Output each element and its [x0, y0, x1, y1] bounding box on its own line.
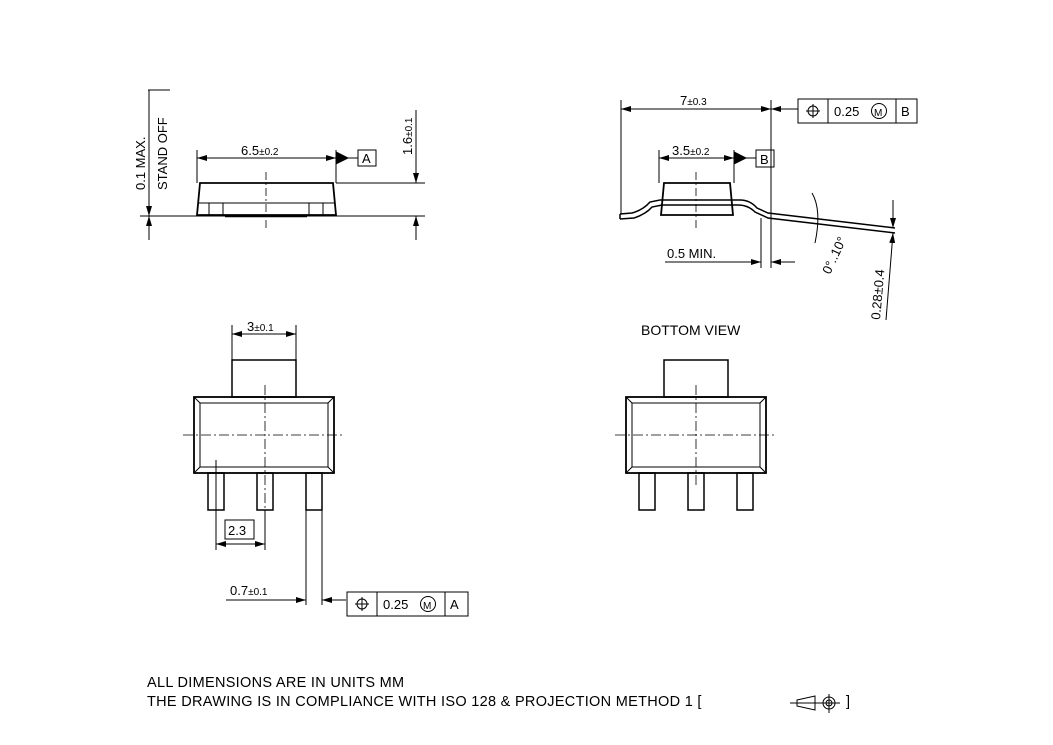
lead-width-dim: 0.7±0.1	[230, 583, 268, 598]
note-compliance: THE DRAWING IS IN COMPLIANCE WITH ISO 12…	[147, 694, 702, 710]
standoff-label: 0.1 MAX.	[133, 137, 148, 190]
modifier-m-a: M	[423, 601, 431, 612]
tol-datum-a: A	[450, 597, 459, 612]
body-dim: 3.5±0.2	[672, 143, 710, 158]
projection-method-icon	[790, 694, 840, 713]
width-dim: 6.5±0.2	[241, 143, 279, 158]
note-units: ALL DIMENSIONS ARE IN UNITS MM	[147, 675, 405, 691]
lead-min-dim: 0.5 MIN.	[667, 246, 716, 261]
lead-thickness-dim: 0.28±0.4	[868, 269, 887, 321]
datum-a-label: A	[362, 151, 371, 166]
height-dim: 1.6±0.1	[400, 117, 415, 155]
pitch-dim: 2.3	[228, 523, 246, 538]
bottom-view	[615, 359, 777, 511]
end-view	[619, 98, 918, 321]
angle-dim: 0°..10°	[819, 234, 849, 276]
overall-dim: 7±0.3	[680, 93, 707, 108]
top-view	[183, 325, 469, 617]
tol-datum-b: B	[901, 104, 910, 119]
tol-value-a: 0.25	[383, 597, 408, 612]
side-view	[140, 89, 425, 240]
bottom-view-title: BOTTOM VIEW	[641, 322, 741, 338]
note-bracket-close: ]	[846, 694, 851, 710]
modifier-m-b: M	[874, 108, 882, 119]
standoff-label-2: STAND OFF	[155, 117, 170, 190]
tol-value-b: 0.25	[834, 104, 859, 119]
tab-dim: 3±0.1	[247, 319, 274, 334]
datum-b-label: B	[760, 152, 769, 167]
